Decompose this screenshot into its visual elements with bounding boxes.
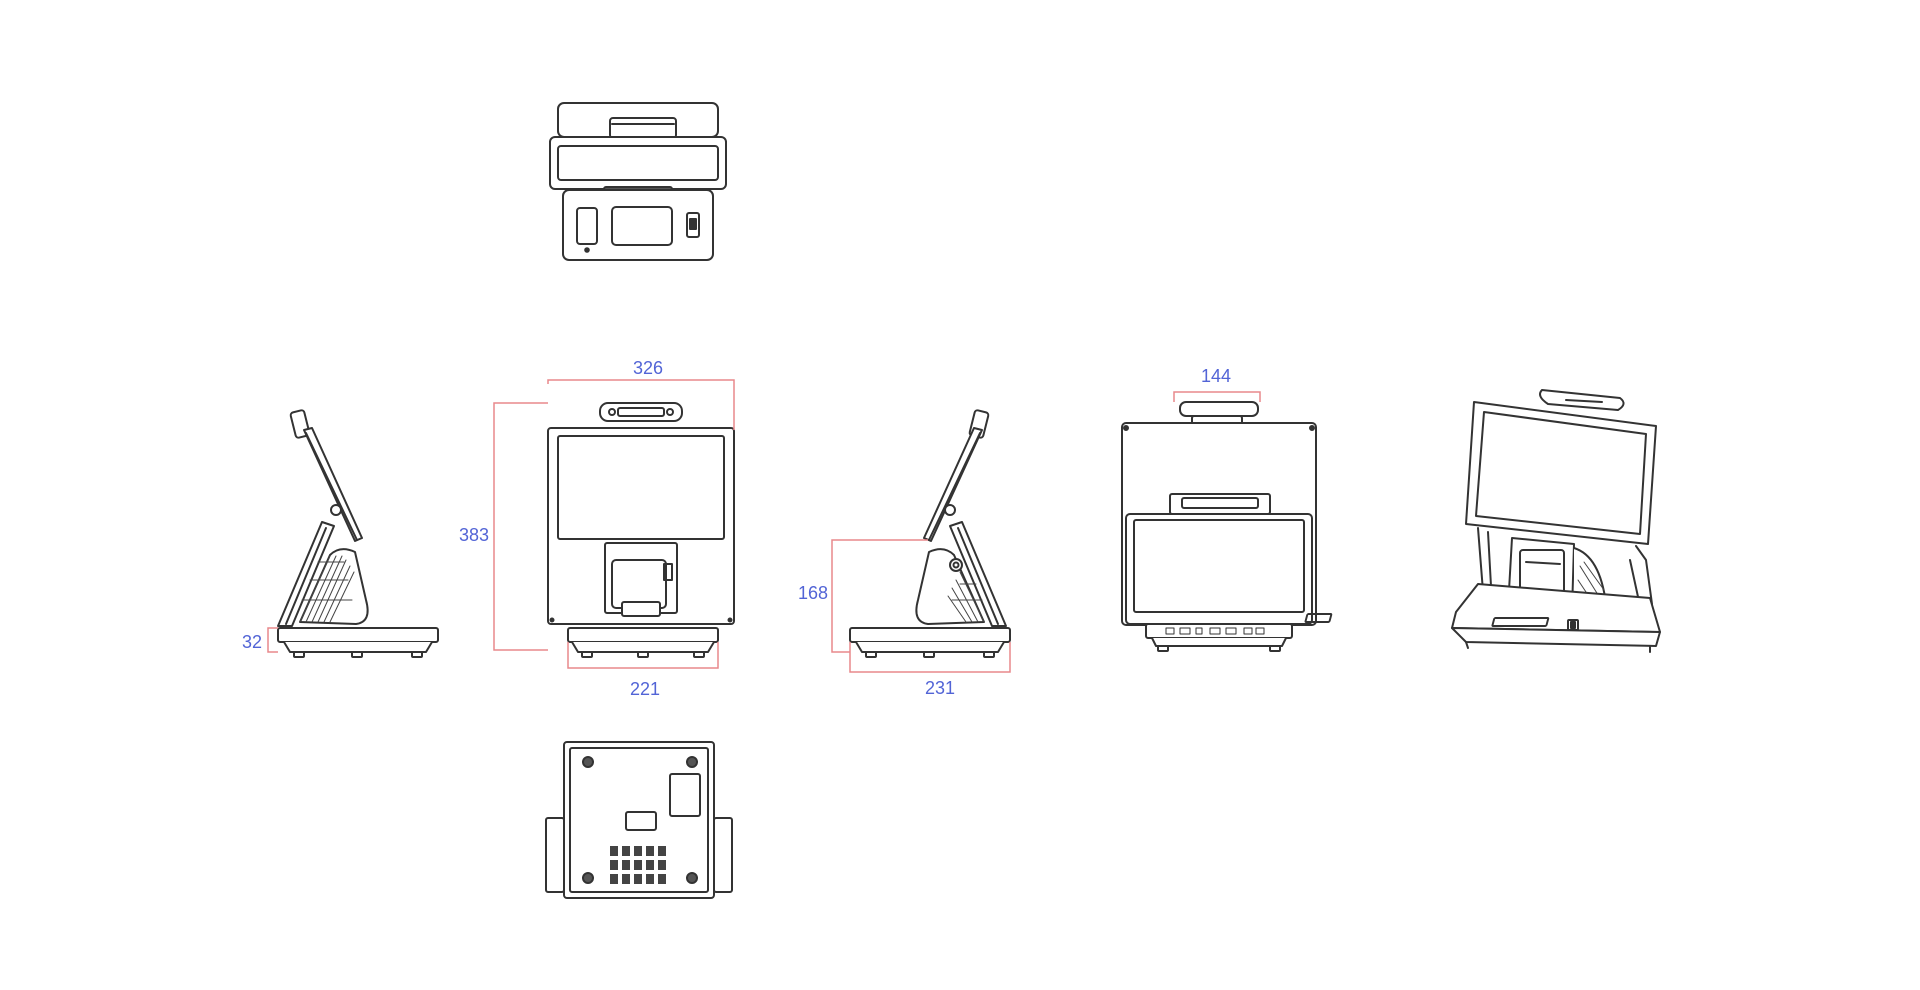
dimension-base-height-side: 32 [242, 632, 262, 652]
bottom-view [545, 741, 733, 899]
rear-view [1121, 401, 1317, 652]
dimension-side-height: 168 [798, 583, 828, 603]
dimension-lines [267, 379, 1261, 673]
top-view [549, 102, 727, 261]
perspective-view [1304, 389, 1661, 653]
dimension-labels: 326 383 221 32 168 231 144 [242, 358, 1231, 699]
dimension-height-overall: 383 [459, 525, 489, 545]
dimension-width-overall: 326 [633, 358, 663, 378]
right-side-view [849, 409, 1011, 658]
left-side-view [277, 409, 439, 658]
dimension-base-width-front: 221 [630, 679, 660, 699]
dimension-camera-width: 144 [1201, 366, 1231, 386]
dimension-base-depth-side: 231 [925, 678, 955, 698]
front-view [547, 402, 735, 658]
